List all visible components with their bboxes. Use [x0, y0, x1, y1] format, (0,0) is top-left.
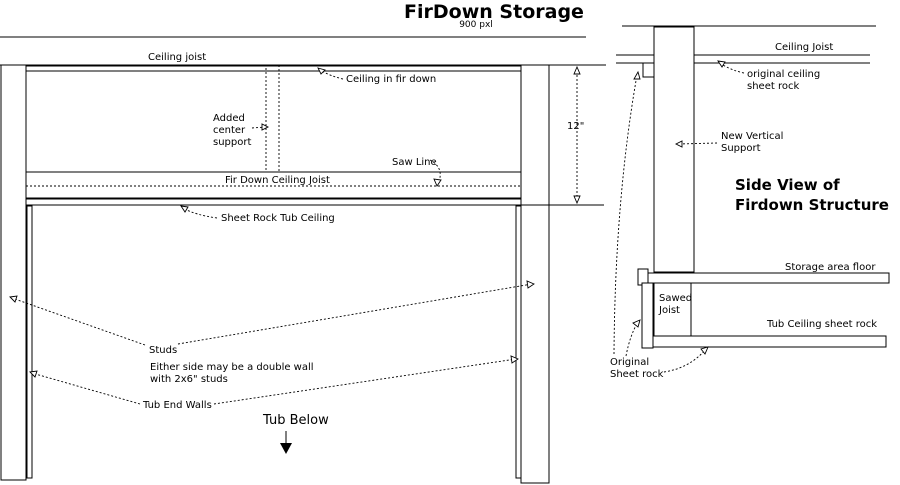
side-label-original-ceiling-2: sheet rock: [747, 81, 799, 92]
side-view: [616, 25, 890, 349]
label-sheet-rock-tub-ceiling: Sheet Rock Tub Ceiling: [221, 213, 335, 224]
side-label-tub-ceiling-sheet-rock: Tub Ceiling sheet rock: [766, 319, 877, 330]
label-fir-down-ceiling-joist: Fir Down Ceiling Joist: [225, 175, 330, 186]
side-label-new-vertical-2: Support: [721, 143, 761, 154]
side-label-sawed-1: Sawed: [659, 293, 692, 304]
label-added-line-3: support: [213, 137, 251, 148]
side-original-ceiling-sheet-rock: [642, 62, 655, 78]
side-label-original-ceiling-1: original ceiling: [747, 69, 820, 80]
side-label-ceiling-joist: Ceiling Joist: [775, 42, 833, 53]
side-label-storage-area-floor: Storage area floor: [785, 262, 876, 273]
side-new-vertical-support: [653, 26, 695, 273]
right-tub-end-wall: [515, 205, 522, 479]
side-tub-ceiling-sheet-rock: [652, 335, 887, 348]
side-view-leaders: [613, 60, 745, 373]
label-studs: Studs: [149, 345, 177, 356]
side-sawed-joist: [653, 282, 692, 337]
label-saw-line: Saw Line: [392, 157, 437, 168]
label-double-wall-1: Either side may be a double wall: [150, 362, 314, 373]
front-view: [0, 36, 606, 484]
diagram-subtitle: 900 pxl: [459, 20, 493, 30]
label-tub-below: Tub Below: [262, 413, 329, 428]
left-post: [0, 64, 27, 481]
ceiling-in-fir-down: [25, 65, 523, 72]
side-label-sawed-2: Joist: [658, 305, 680, 316]
front-view-leaders: [9, 67, 535, 405]
label-double-wall-2: with 2x6" studs: [150, 374, 228, 385]
side-label-new-vertical-1: New Vertical: [721, 131, 783, 142]
label-added-line-1: Added: [213, 113, 245, 124]
right-post: [520, 64, 550, 484]
label-tub-end-walls: Tub End Walls: [142, 400, 212, 411]
added-center-support: [265, 65, 280, 174]
fir-down-ceiling-joist: [25, 171, 522, 199]
label-ceiling-joist: Ceiling joist: [148, 52, 206, 63]
label-added-line-2: center: [213, 125, 246, 136]
label-dimension: 12": [567, 121, 584, 132]
side-label-original-sheet-rock-1: Original: [610, 357, 649, 368]
sheet-rock-tub-ceiling: [25, 198, 522, 206]
side-label-original-sheet-rock-2: Sheet rock: [610, 369, 664, 380]
diagram-title: FirDown Storage: [404, 1, 584, 23]
left-tub-end-wall: [26, 205, 33, 479]
side-view-title-line-2: Firdown Structure: [735, 196, 889, 214]
side-view-title-line-1: Side View of: [735, 176, 840, 194]
side-original-sheet-rock: [641, 282, 654, 349]
side-storage-area-floor: [641, 272, 890, 284]
label-ceiling-in-fir-down: Ceiling in fir down: [346, 74, 436, 85]
